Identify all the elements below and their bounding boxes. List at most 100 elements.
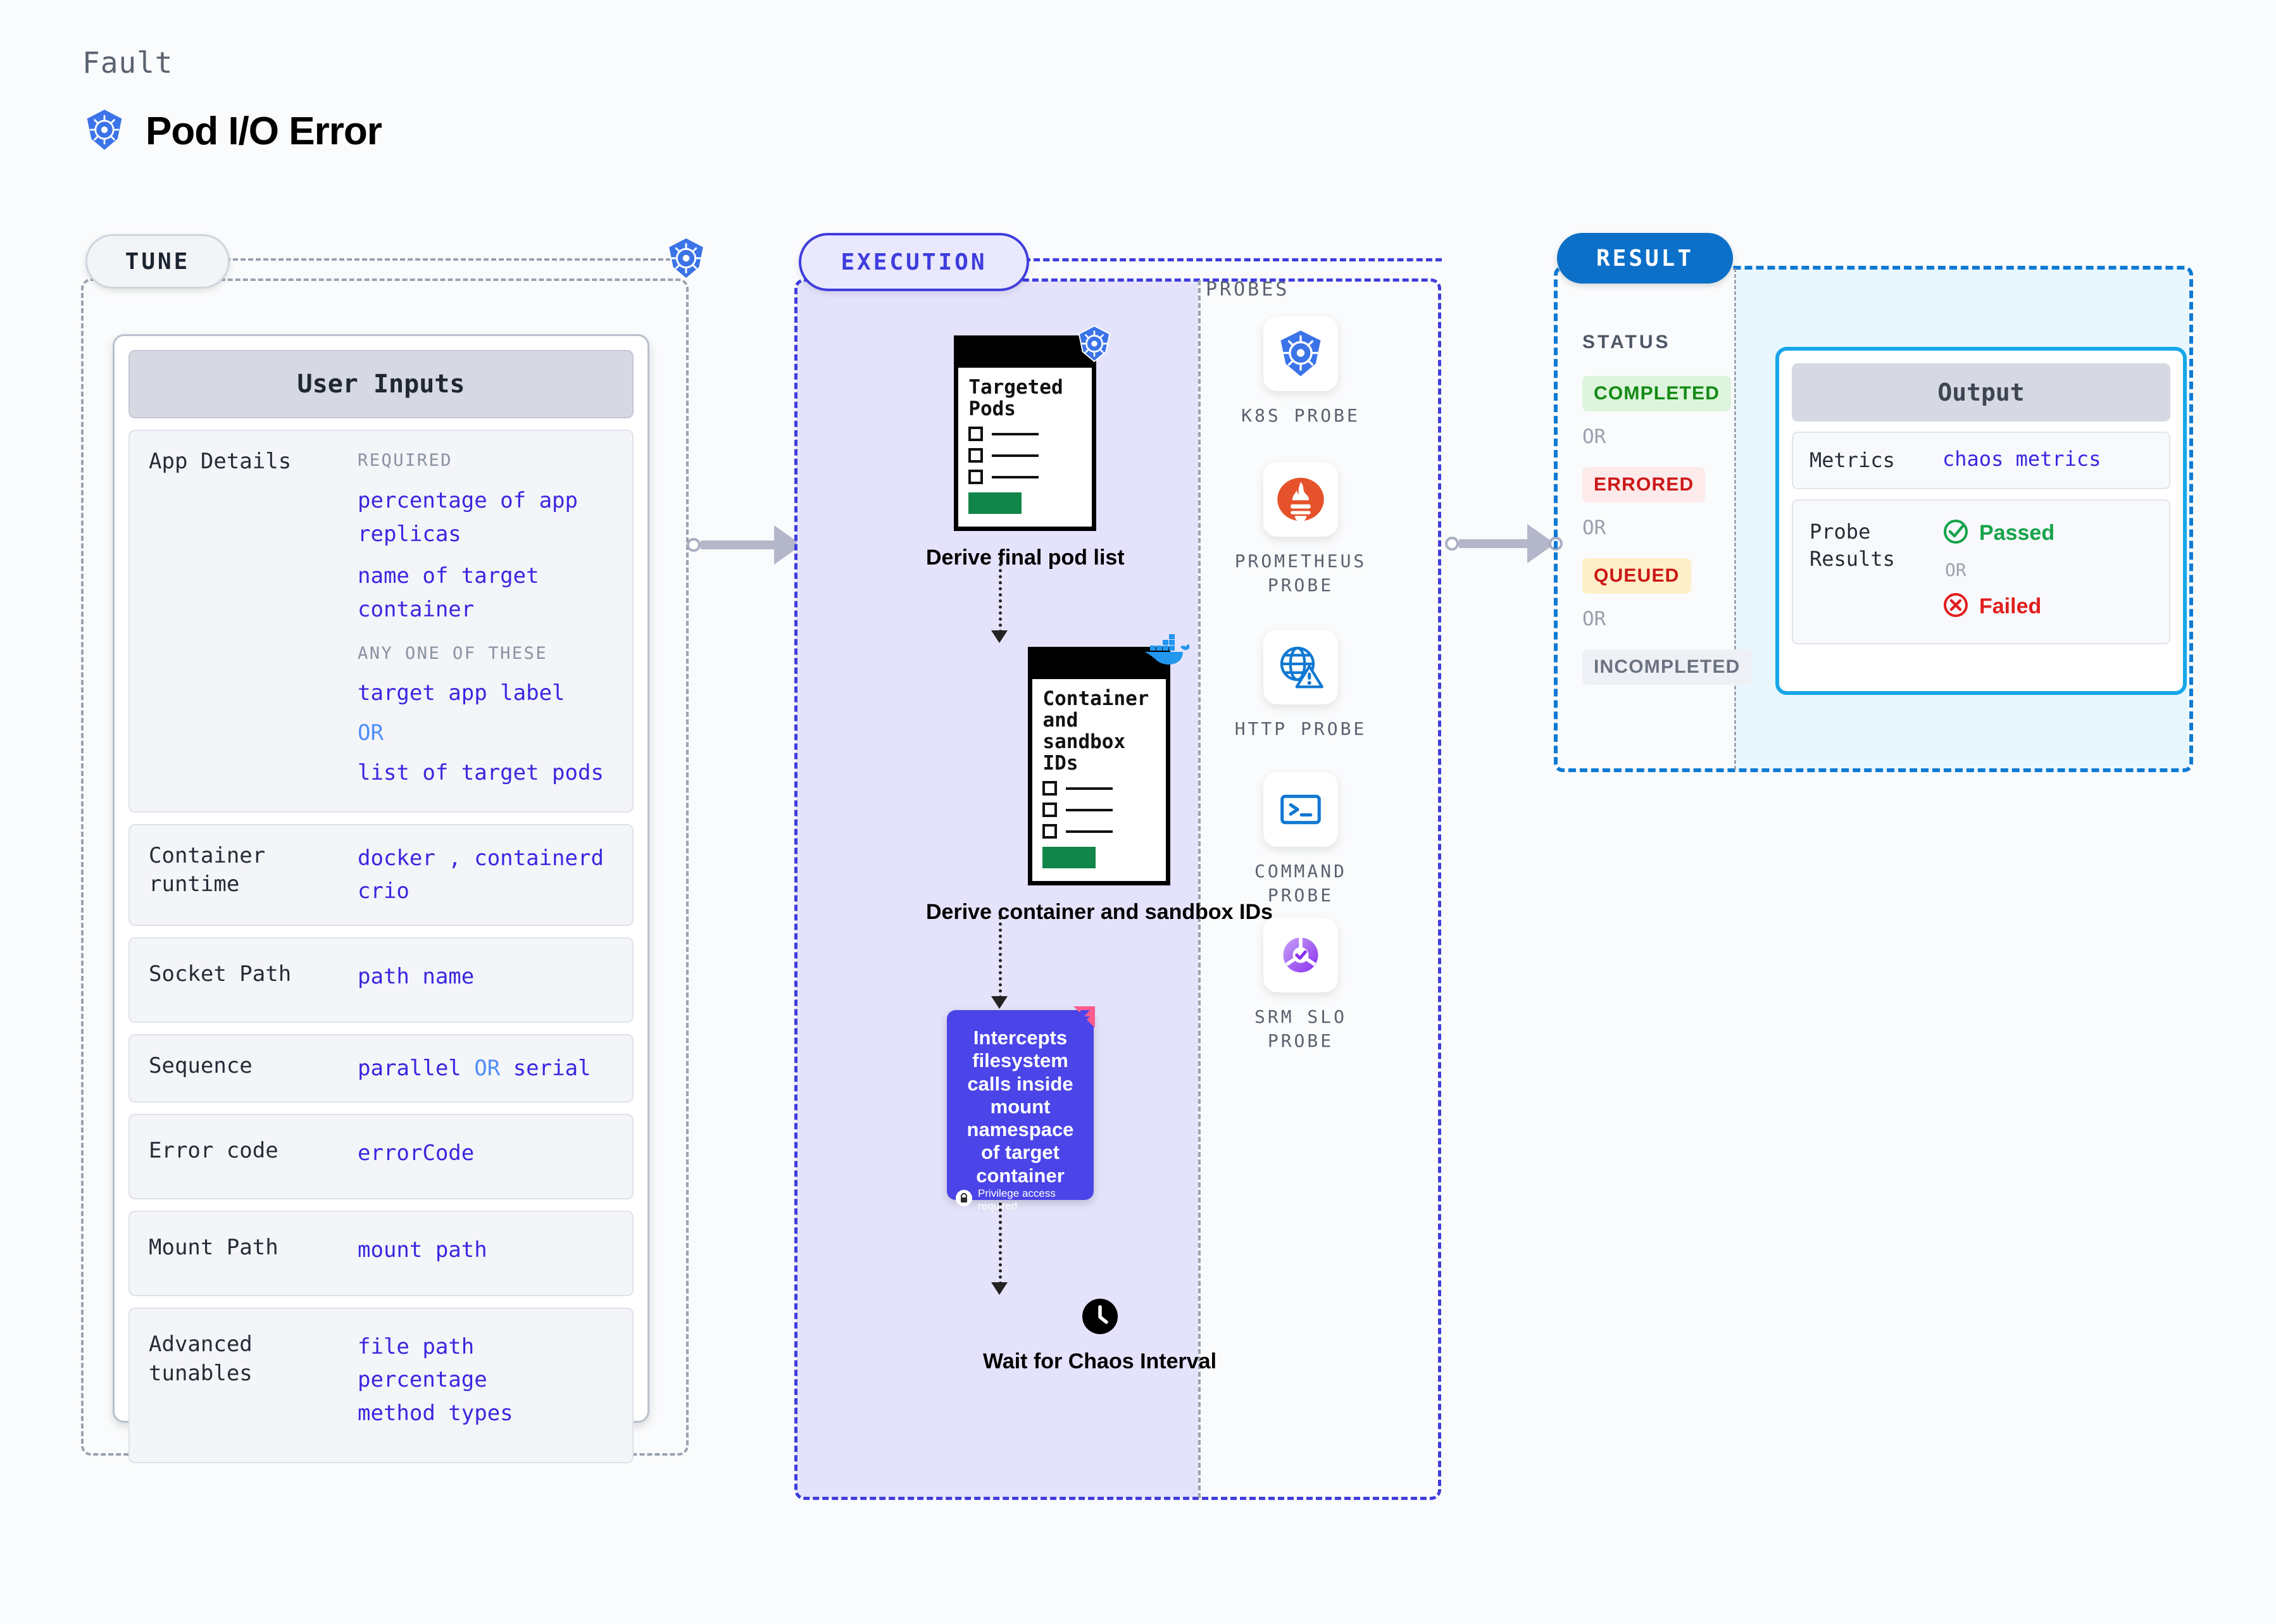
- kubernetes-icon: [663, 235, 709, 281]
- document-checkbox-row: [968, 470, 1082, 485]
- probe-failed-label: Failed: [1979, 594, 2042, 619]
- tune-row-error-code[interactable]: Error code errorCode: [128, 1114, 634, 1199]
- tune-key-mount-path: Mount Path: [149, 1234, 278, 1260]
- status-badge-incompleted: INCOMPLETED: [1582, 649, 1752, 685]
- status-badge-errored: ERRORED: [1582, 467, 1706, 503]
- kubernetes-icon: [1075, 324, 1114, 366]
- result-pill-label: RESULT: [1557, 233, 1733, 284]
- connector-execution-to-result: [1445, 524, 1563, 563]
- close-circle-icon: [1942, 592, 1969, 621]
- execution-pill-label: EXECUTION: [799, 233, 1029, 291]
- flow-arrow-1: [991, 630, 1008, 643]
- probe-result-or-label: OR: [1945, 559, 1966, 581]
- document-header-bar: [1032, 651, 1166, 679]
- text-rule: [1066, 787, 1113, 790]
- chaos-injection-card: Intercepts filesystem calls inside mount…: [947, 1006, 1095, 1212]
- output-row-probe-results[interactable]: Probe Results Passed OR: [1792, 499, 2170, 645]
- tune-key-error-code: Error code: [149, 1138, 278, 1164]
- output-title: Output: [1792, 363, 2170, 422]
- tune-value-error-code: errorCode: [358, 1140, 475, 1166]
- tune-key-socket-path: Socket Path: [149, 961, 292, 987]
- srm-slo-icon: [1263, 918, 1338, 992]
- tune-top-dashed-line: [225, 258, 694, 261]
- text-rule: [1066, 808, 1113, 811]
- execution-top-dashed-line: [1024, 258, 1442, 261]
- page-title: Pod I/O Error: [146, 109, 382, 153]
- document-green-block: [1042, 847, 1096, 869]
- connector-start-dot: [1445, 537, 1459, 551]
- output-key-probe-results: Probe Results: [1810, 520, 1895, 572]
- tune-key-container-runtime: Container runtime: [149, 842, 266, 897]
- globe-warning-icon: [1263, 630, 1338, 704]
- probes-title: PROBES: [1206, 278, 1290, 301]
- tune-sequence-or-label: OR: [474, 1055, 501, 1081]
- connector-tune-to-execution: [687, 525, 810, 565]
- user-inputs-card: User Inputs App Details REQUIRED percent…: [113, 334, 649, 1463]
- flow-node-caption: Derive final pod list: [926, 546, 1125, 570]
- kubernetes-icon: [1263, 316, 1338, 391]
- flow-node-container-ids: Container and sandbox IDs Derive contai: [926, 634, 1273, 926]
- probe-command[interactable]: COMMAND PROBE: [1218, 772, 1383, 908]
- status-badge-queued: QUEUED: [1582, 558, 1691, 594]
- probe-label: PROMETHEUS PROBE: [1234, 551, 1367, 596]
- anyone-label: ANY ONE OF THESE: [358, 643, 548, 663]
- probe-prometheus[interactable]: PROMETHEUS PROBE: [1218, 462, 1383, 597]
- probe-label: HTTP PROBE: [1234, 718, 1367, 739]
- targeted-pods-document: Targeted Pods: [954, 335, 1097, 532]
- probe-srm-slo[interactable]: SRM SLO PROBE: [1218, 918, 1383, 1053]
- document-checkbox-row: [1042, 781, 1156, 796]
- probe-k8s[interactable]: K8S PROBE: [1218, 316, 1383, 428]
- flow-node-caption: Wait for Chaos Interval: [983, 1349, 1217, 1373]
- tune-row-advanced-tunables[interactable]: Advanced tunables file path percentage m…: [128, 1307, 634, 1463]
- tune-row-mount-path[interactable]: Mount Path mount path: [128, 1210, 634, 1296]
- terminal-icon: [1263, 772, 1338, 847]
- tune-row-sequence[interactable]: Sequence parallel OR serial: [128, 1034, 634, 1103]
- check-circle-icon: [1942, 518, 1969, 548]
- document-checkbox-row: [1042, 803, 1156, 818]
- tune-value-runtime-a: docker , containerd: [358, 845, 604, 871]
- flow-connector-3: [999, 1202, 1002, 1285]
- probe-label: COMMAND PROBE: [1254, 861, 1347, 906]
- probe-http[interactable]: HTTP PROBE: [1218, 630, 1383, 741]
- flow-node-targeted-pods: Targeted Pods Derive final pod list: [926, 325, 1125, 572]
- connector-start-dot: [687, 538, 701, 552]
- tune-row-container-runtime[interactable]: Container runtime docker , containerd cr…: [128, 823, 634, 926]
- tune-value-sequence-parallel: parallel: [358, 1055, 461, 1081]
- privilege-note-text: Privilege access required: [978, 1187, 1056, 1212]
- checkbox-icon: [1042, 824, 1058, 839]
- output-row-metrics[interactable]: Metrics chaos metrics: [1792, 432, 2170, 490]
- text-rule: [992, 432, 1039, 435]
- status-label: STATUS: [1582, 332, 1671, 353]
- text-rule: [1066, 830, 1113, 833]
- litmus-icon: [1060, 1006, 1095, 1037]
- output-value-metrics: chaos metrics: [1942, 447, 2101, 471]
- tune-value-socket-path: path name: [358, 963, 475, 989]
- document-checkbox-row: [968, 427, 1082, 442]
- tune-value-runtime-b: crio: [358, 878, 410, 904]
- document-title: Targeted Pods: [968, 376, 1063, 421]
- tune-key-app-details: App Details: [149, 449, 292, 474]
- lock-icon: [956, 1190, 972, 1209]
- probes-divider: [1198, 280, 1201, 1498]
- text-rule: [992, 475, 1039, 478]
- required-label: REQUIRED: [358, 451, 453, 470]
- checkbox-icon: [1042, 803, 1058, 818]
- tune-value-method-types: method types: [358, 1401, 513, 1426]
- status-or-label: OR: [1582, 516, 1606, 539]
- tune-value-percentage: percentage: [358, 1367, 487, 1393]
- tune-row-app-details[interactable]: App Details REQUIRED percentage of app r…: [128, 430, 634, 813]
- tune-or-label: OR: [358, 720, 384, 746]
- checkbox-icon: [968, 427, 984, 442]
- container-ids-document: Container and sandbox IDs: [1028, 647, 1171, 886]
- connector-line: [1459, 539, 1529, 548]
- tune-pill-label: TUNE: [85, 234, 230, 289]
- flow-connector-1: [999, 557, 1002, 633]
- tune-row-socket-path[interactable]: Socket Path path name: [128, 937, 634, 1023]
- document-green-block: [968, 492, 1022, 515]
- probe-label: K8S PROBE: [1241, 405, 1360, 426]
- tune-value-app-label: target app label: [358, 680, 565, 706]
- fault-title-row: Pod I/O Error: [82, 108, 382, 155]
- flow-connector-2: [999, 916, 1002, 999]
- flow-node-caption: Derive container and sandbox IDs: [926, 900, 1273, 925]
- probe-result-passed: Passed: [1942, 518, 2153, 548]
